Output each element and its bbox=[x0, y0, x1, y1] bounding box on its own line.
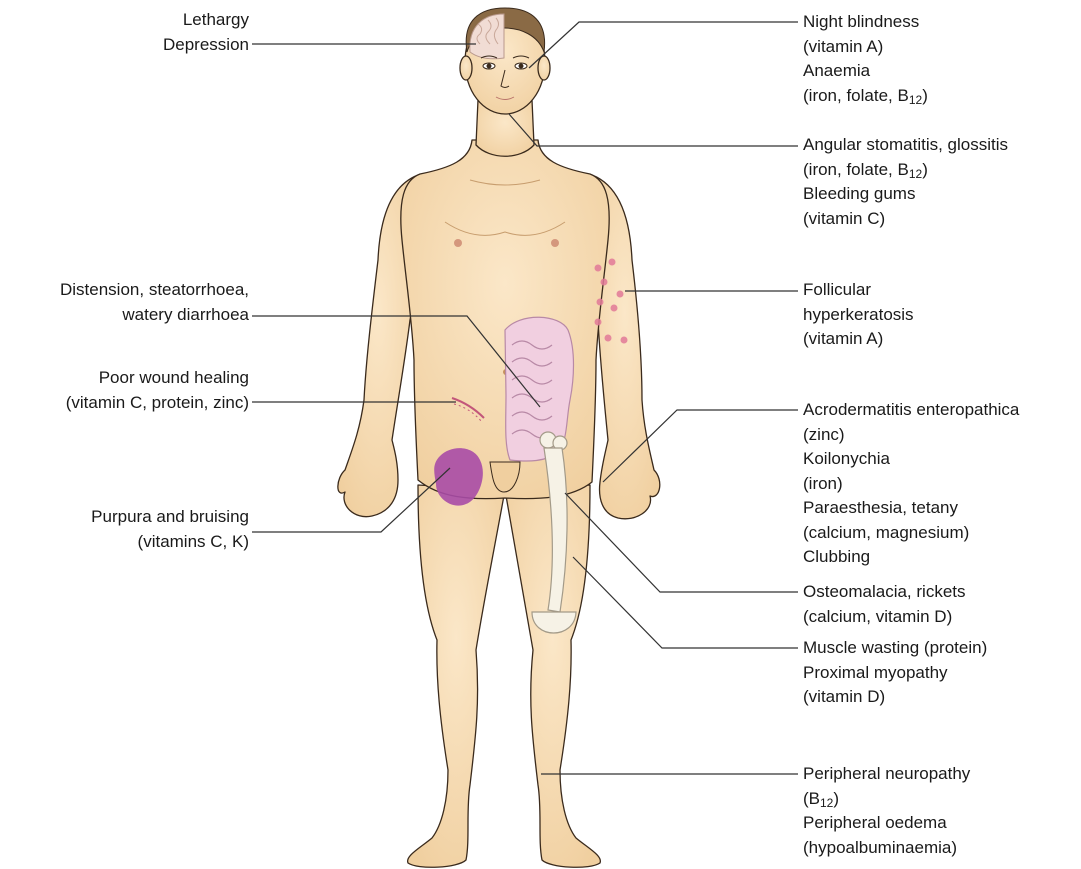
human-body bbox=[338, 10, 660, 867]
label-line: Peripheral neuropathy bbox=[803, 762, 970, 787]
label-line: Poor wound healing bbox=[66, 366, 249, 391]
label-distension: Distension, steatorrhoea,watery diarrhoe… bbox=[60, 278, 249, 327]
label-acrodermatitis: Acrodermatitis enteropathica(zinc)Koilon… bbox=[803, 398, 1019, 570]
label-neuropathy: Peripheral neuropathy(B12)Peripheral oed… bbox=[803, 762, 970, 860]
label-line: Angular stomatitis, glossitis bbox=[803, 133, 1008, 158]
label-line: (vitamin A) bbox=[803, 327, 914, 352]
label-line: (vitamin D) bbox=[803, 685, 987, 710]
label-line: (iron, folate, B12) bbox=[803, 158, 1008, 183]
label-line: hyperkeratosis bbox=[803, 303, 914, 328]
leader-angular bbox=[509, 114, 798, 146]
label-line: Muscle wasting (protein) bbox=[803, 636, 987, 661]
label-line: (vitamin A) bbox=[803, 35, 928, 60]
label-night-blindness: Night blindness(vitamin A)Anaemia(iron, … bbox=[803, 10, 928, 108]
label-line: Peripheral oedema bbox=[803, 811, 970, 836]
label-line: Depression bbox=[163, 33, 249, 58]
label-line: (vitamins C, K) bbox=[91, 530, 249, 555]
label-line: Lethargy bbox=[163, 8, 249, 33]
label-line: Koilonychia bbox=[803, 447, 1019, 472]
label-line: Anaemia bbox=[803, 59, 928, 84]
label-line: (iron) bbox=[803, 472, 1019, 497]
label-line: Clubbing bbox=[803, 545, 1019, 570]
torso bbox=[401, 140, 609, 499]
label-line: (calcium, vitamin D) bbox=[803, 605, 966, 630]
label-line: (iron, folate, B12) bbox=[803, 84, 928, 109]
right-leg bbox=[408, 485, 505, 867]
label-line: (hypoalbuminaemia) bbox=[803, 836, 970, 861]
label-line: Night blindness bbox=[803, 10, 928, 35]
label-angular-stomatitis: Angular stomatitis, glossitis(iron, fola… bbox=[803, 133, 1008, 231]
label-line: Bleeding gums bbox=[803, 182, 1008, 207]
label-line: (vitamin C) bbox=[803, 207, 1008, 232]
left-ear bbox=[538, 56, 550, 80]
label-osteomalacia: Osteomalacia, rickets(calcium, vitamin D… bbox=[803, 580, 966, 629]
label-line: Follicular bbox=[803, 278, 914, 303]
label-line: Paraesthesia, tetany bbox=[803, 496, 1019, 521]
label-line: (vitamin C, protein, zinc) bbox=[66, 391, 249, 416]
left-nipple bbox=[551, 239, 559, 247]
label-line: (zinc) bbox=[803, 423, 1019, 448]
label-line: (calcium, magnesium) bbox=[803, 521, 1019, 546]
label-line: Distension, steatorrhoea, bbox=[60, 278, 249, 303]
right-nipple bbox=[454, 239, 462, 247]
label-wound-healing: Poor wound healing(vitamin C, protein, z… bbox=[66, 366, 249, 415]
label-line: Osteomalacia, rickets bbox=[803, 580, 966, 605]
label-purpura: Purpura and bruising(vitamins C, K) bbox=[91, 505, 249, 554]
label-muscle-wasting: Muscle wasting (protein)Proximal myopath… bbox=[803, 636, 987, 710]
right-ear bbox=[460, 56, 472, 80]
label-line: Purpura and bruising bbox=[91, 505, 249, 530]
label-line: (B12) bbox=[803, 787, 970, 812]
label-line: watery diarrhoea bbox=[60, 303, 249, 328]
leader-night-blindness bbox=[529, 22, 798, 68]
label-line: Acrodermatitis enteropathica bbox=[803, 398, 1019, 423]
leader-osteomalacia bbox=[565, 493, 798, 592]
label-line: Proximal myopathy bbox=[803, 661, 987, 686]
leader-muscle bbox=[573, 557, 798, 648]
